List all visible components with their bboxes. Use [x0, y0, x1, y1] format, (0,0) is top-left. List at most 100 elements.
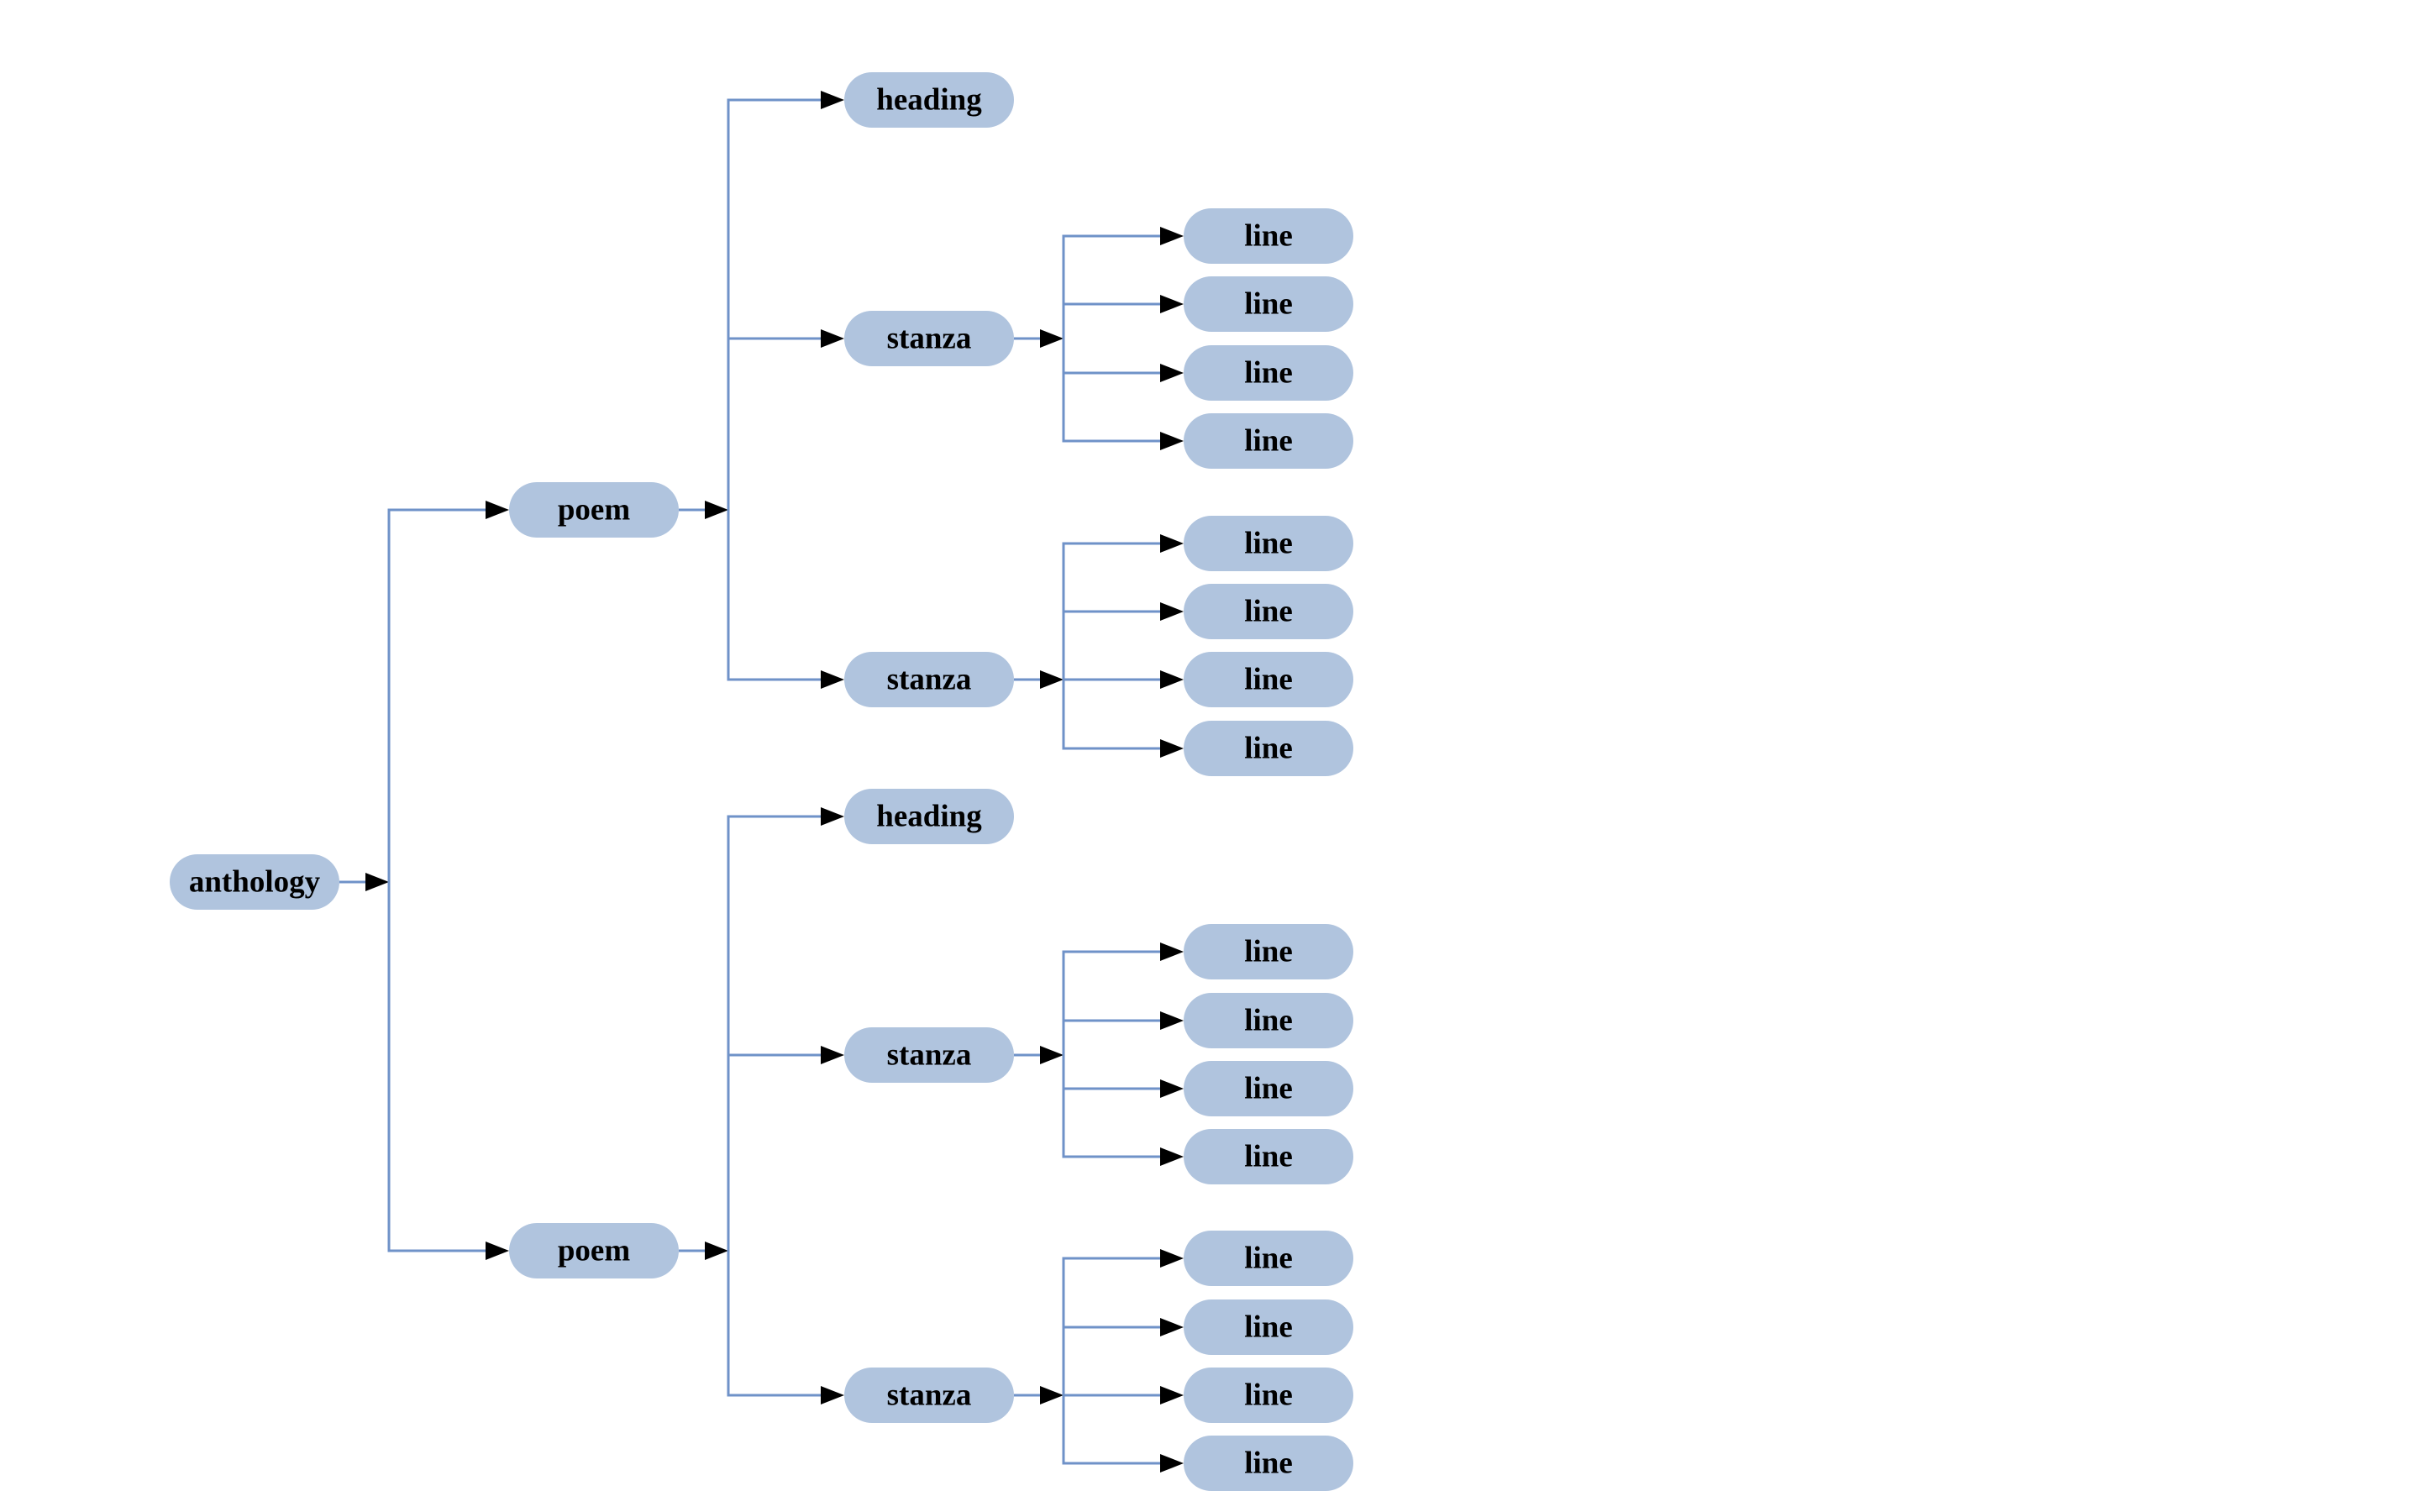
arrowhead-icon [1160, 670, 1184, 689]
nodes-layer: anthology poem heading stanza line line line li… [170, 72, 1353, 1491]
node-stanza: stanza [844, 1368, 1014, 1423]
node-line: line [1184, 1231, 1353, 1286]
line-node-shape [1184, 516, 1353, 571]
node-line: line [1184, 924, 1353, 979]
stanza-node-shape [844, 1368, 1014, 1423]
node-poem: poem [509, 1223, 679, 1278]
arrowhead-icon [1040, 1046, 1064, 1064]
arrowhead-icon [1160, 1011, 1184, 1030]
heading-node-shape [844, 789, 1014, 844]
line-node-label: line [1244, 663, 1293, 697]
arrowhead-icon [1160, 1318, 1184, 1336]
arrowhead-icon [1160, 1079, 1184, 1098]
node-line: line [1184, 516, 1353, 571]
arrowhead-icon [1160, 432, 1184, 450]
node-stanza: stanza [844, 311, 1014, 366]
node-line: line [1184, 1368, 1353, 1423]
node-line: line [1184, 721, 1353, 776]
line-node-shape [1184, 924, 1353, 979]
stanza-node-label: stanza [887, 1378, 972, 1413]
arrowhead-icon [1160, 1147, 1184, 1166]
line-node-label: line [1244, 287, 1293, 322]
node-stanza: stanza [844, 652, 1014, 707]
arrowhead-icon [1160, 1386, 1184, 1404]
node-line: line [1184, 1061, 1353, 1116]
line-node-label: line [1244, 732, 1293, 766]
node-line: line [1184, 413, 1353, 469]
line-node-label: line [1244, 1242, 1293, 1276]
edges-layer [339, 91, 1184, 1473]
stanza-node-label: stanza [887, 1038, 972, 1073]
stanza-node-label: stanza [887, 663, 972, 697]
line-node-label: line [1244, 1446, 1293, 1481]
node-line: line [1184, 584, 1353, 639]
arrowhead-icon [821, 807, 844, 826]
arrowhead-icon [1160, 364, 1184, 382]
line-node-label: line [1244, 527, 1293, 561]
node-line: line [1184, 345, 1353, 401]
line-node-shape [1184, 1061, 1353, 1116]
arrowhead-icon [1160, 227, 1184, 245]
node-line: line [1184, 1299, 1353, 1355]
line-node-shape [1184, 652, 1353, 707]
arrowhead-icon [821, 91, 844, 109]
arrowhead-icon [1160, 739, 1184, 758]
arrowhead-icon [705, 501, 728, 519]
node-anthology: anthology [170, 854, 339, 910]
arrowhead-icon [486, 1242, 509, 1260]
heading-node-label: heading [876, 800, 982, 834]
line-node-label: line [1244, 1140, 1293, 1174]
line-node-shape [1184, 1436, 1353, 1491]
stanza-node-shape [844, 311, 1014, 366]
line-node-label: line [1244, 935, 1293, 969]
line-node-label: line [1244, 595, 1293, 629]
line-node-label: line [1244, 356, 1293, 391]
arrowhead-icon [365, 873, 389, 891]
node-line: line [1184, 208, 1353, 264]
node-line: line [1184, 993, 1353, 1048]
arrowhead-icon [486, 501, 509, 519]
node-heading: heading [844, 789, 1014, 844]
line-node-shape [1184, 208, 1353, 264]
arrowhead-icon [1040, 670, 1064, 689]
arrowhead-icon [1160, 942, 1184, 961]
poem-node-label: poem [558, 493, 631, 528]
arrowhead-icon [705, 1242, 728, 1260]
line-node-shape [1184, 1299, 1353, 1355]
node-line: line [1184, 652, 1353, 707]
line-node-shape [1184, 276, 1353, 332]
arrowhead-icon [1160, 534, 1184, 553]
node-stanza: stanza [844, 1027, 1014, 1083]
arrowhead-icon [821, 1386, 844, 1404]
arrowhead-icon [821, 1046, 844, 1064]
node-line: line [1184, 276, 1353, 332]
node-heading: heading [844, 72, 1014, 128]
heading-node-shape [844, 72, 1014, 128]
arrowhead-icon [821, 329, 844, 348]
line-node-label: line [1244, 1004, 1293, 1038]
line-node-shape [1184, 721, 1353, 776]
anthology-node-shape [170, 854, 339, 910]
arrowhead-icon [1160, 1454, 1184, 1473]
line-node-shape [1184, 1231, 1353, 1286]
stanza-node-shape [844, 1027, 1014, 1083]
arrowhead-icon [1160, 1249, 1184, 1268]
arrowhead-icon [1040, 1386, 1064, 1404]
poem-node-shape [509, 482, 679, 538]
line-node-label: line [1244, 424, 1293, 459]
line-node-shape [1184, 413, 1353, 469]
line-node-label: line [1244, 219, 1293, 254]
node-line: line [1184, 1129, 1353, 1184]
line-node-shape [1184, 1129, 1353, 1184]
stanza-node-label: stanza [887, 322, 972, 356]
anthology-node-label: anthology [189, 865, 321, 900]
stanza-node-shape [844, 652, 1014, 707]
heading-node-label: heading [876, 83, 982, 118]
poem-node-label: poem [558, 1234, 631, 1268]
line-node-shape [1184, 1368, 1353, 1423]
line-node-shape [1184, 993, 1353, 1048]
arrowhead-icon [1160, 602, 1184, 621]
line-node-label: line [1244, 1378, 1293, 1413]
